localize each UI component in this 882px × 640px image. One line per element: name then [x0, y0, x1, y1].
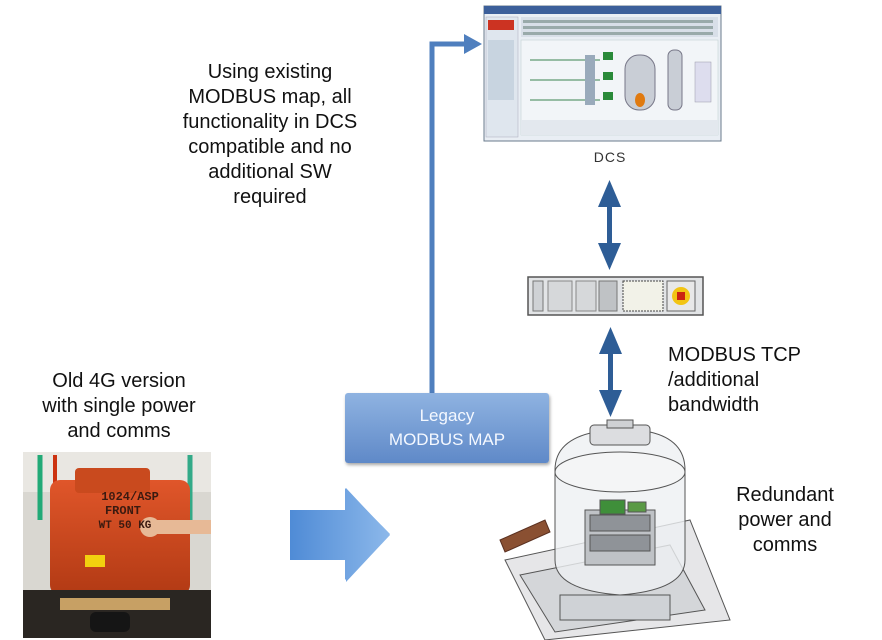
dcs-screen-image	[483, 5, 722, 142]
tcp-line: bandwidth	[668, 394, 760, 416]
caption-line: Old 4G version	[52, 370, 186, 392]
legacy-line: MODBUS MAP	[388, 430, 506, 449]
tcp-line: /additional	[668, 369, 760, 391]
redundant-caption: Redundant power and comms	[720, 483, 850, 558]
caption-line: with single power	[42, 395, 196, 417]
redundant-line: power and	[738, 509, 832, 531]
device-stencil-line-1: 1024/ASP	[101, 490, 159, 504]
note-line: additional SW	[208, 161, 332, 183]
note-line: MODBUS map, all	[188, 86, 352, 108]
note-line: functionality in DCS	[182, 111, 358, 133]
dcs-controller-double-arrow	[598, 180, 621, 270]
dcs-compatibility-note: Using existing MODBUS map, all functiona…	[160, 60, 380, 210]
note-line: Using existing	[207, 61, 333, 83]
upgrade-block-arrow-body	[290, 488, 390, 582]
redundant-line: Redundant	[736, 484, 834, 506]
new-device-render	[499, 419, 731, 640]
tcp-line: MODBUS TCP	[668, 344, 801, 366]
modbus-tcp-label: MODBUS TCP /additional bandwidth	[668, 343, 801, 418]
caption-line: and comms	[67, 420, 171, 442]
controller-device-double-arrow	[599, 327, 622, 417]
device-stencil-line-2: FRONT	[105, 504, 141, 518]
legacy-to-dcs-arrow	[429, 34, 482, 393]
legacy-modbus-map-box: Legacy MODBUS MAP	[345, 393, 549, 463]
controller-rack-image	[527, 276, 704, 316]
legacy-line: Legacy	[419, 406, 475, 425]
dcs-label: DCS	[593, 149, 627, 165]
old-device-photo	[23, 452, 211, 638]
note-line: compatible and no	[188, 136, 352, 158]
device-stencil-line-3: WT 50 KG	[99, 520, 152, 532]
old-version-caption: Old 4G version with single power and com…	[0, 369, 238, 444]
note-line: required	[233, 186, 307, 208]
redundant-line: comms	[752, 534, 818, 556]
